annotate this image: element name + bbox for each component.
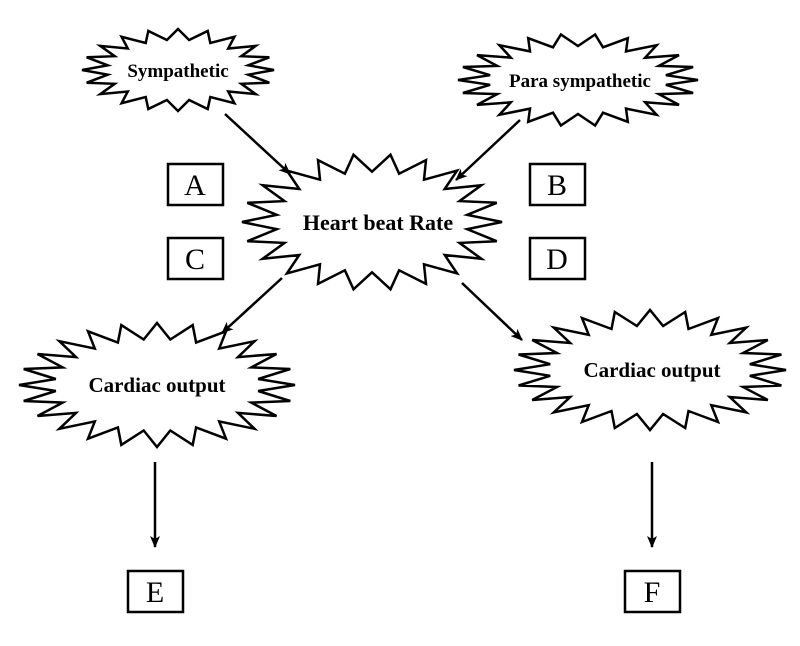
box-b-label: B	[547, 169, 567, 202]
box-d	[528, 236, 587, 281]
box-e	[126, 569, 185, 614]
box-a-label: A	[184, 169, 206, 202]
box-f	[623, 569, 682, 614]
box-c-label: C	[185, 243, 205, 276]
box-f-label: F	[644, 576, 661, 609]
sympathetic-label: Sympathetic	[127, 61, 228, 82]
sympathetic-burst	[81, 27, 275, 113]
box-d-label: D	[546, 243, 568, 276]
parasympathetic-label: Para sympathetic	[509, 71, 651, 92]
cardiac-output-left-label: Cardiac output	[88, 373, 225, 397]
parasympathetic-burst	[457, 32, 699, 128]
heart-rate-label: Heart beat Rate	[303, 210, 454, 235]
arrow-sympathetic-to-heart	[224, 113, 291, 175]
cardiac-output-right-burst	[513, 308, 787, 432]
cardiac-output-right-label: Cardiac output	[583, 358, 720, 382]
arrow-heart-to-cardiac-left	[221, 277, 283, 334]
box-c	[166, 236, 225, 281]
box-a	[166, 162, 225, 207]
arrow-parasympathetic-to-heart	[455, 119, 521, 181]
heart-rate-burst	[241, 152, 503, 292]
box-b	[528, 162, 587, 207]
box-e-label: E	[146, 576, 164, 609]
arrow-heart-to-cardiac-right	[461, 282, 523, 341]
